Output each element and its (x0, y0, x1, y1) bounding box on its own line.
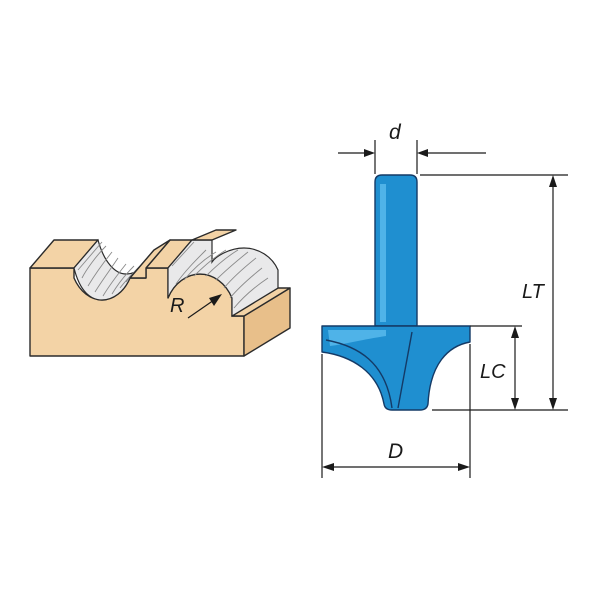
bit-profile-edge (325, 339, 393, 409)
cutting-diameter-label: D (388, 440, 403, 463)
right-cove-ridges (171, 241, 269, 309)
dimension-cutting-length: LC (470, 325, 522, 410)
left-cove-ridges (77, 241, 149, 297)
dimension-cutting-diameter: D (321, 344, 471, 478)
router-bit-illustration: d LT LC D (321, 121, 568, 478)
shank-diameter-label: d (389, 121, 402, 144)
bit-cutter-highlight (328, 330, 386, 346)
cutting-length-label: LC (480, 361, 506, 383)
workpiece-right-lip (191, 229, 237, 241)
radius-indicator: R (170, 294, 222, 319)
workpiece-right-cove (167, 239, 279, 318)
workpiece-front-face (29, 267, 245, 357)
workpiece-middle-step (129, 239, 171, 279)
radius-label: R (170, 295, 184, 317)
dimension-shank-diameter: d (338, 121, 486, 174)
radius-arrowhead (209, 294, 222, 306)
dimension-total-length: LT (420, 174, 568, 411)
bit-cutter-head (321, 325, 471, 411)
bit-flute-edge (397, 331, 413, 409)
total-length-label: LT (522, 281, 546, 303)
workpiece-illustration: R (29, 229, 291, 357)
bit-shank-highlight (380, 184, 386, 322)
